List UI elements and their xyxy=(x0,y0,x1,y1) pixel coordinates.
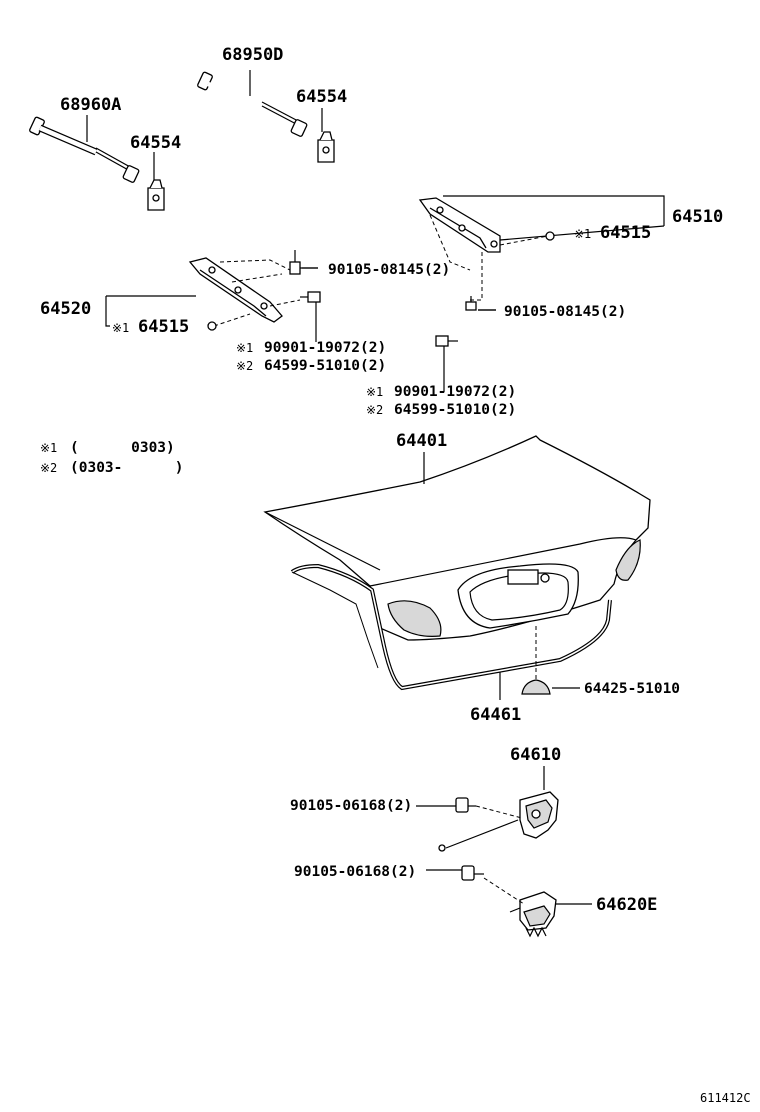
label-64554-left: 64554 xyxy=(130,133,181,153)
latch-64620e xyxy=(426,865,592,938)
bolt-90901-left xyxy=(300,291,321,342)
gas-strut-68950d xyxy=(197,70,308,137)
mark-2-right: ※2 xyxy=(366,403,383,417)
label-64554-top: 64554 xyxy=(296,87,347,107)
label-64520: 64520 xyxy=(40,299,91,319)
label-64599-left: 64599-51010(2) xyxy=(264,358,386,374)
label-64461: 64461 xyxy=(470,705,521,725)
label-64515-right: 64515 xyxy=(600,223,651,243)
label-64510: 64510 xyxy=(672,207,723,227)
mark-1-64515-right: ※1 xyxy=(574,227,591,241)
label-64620e: 64620E xyxy=(596,895,657,915)
bolt-90105-06168-b xyxy=(426,865,525,905)
label-68960a: 68960A xyxy=(60,95,121,115)
label-64599-right: 64599-51010(2) xyxy=(394,402,516,418)
label-64401: 64401 xyxy=(396,431,447,451)
bumper-64425 xyxy=(521,626,580,695)
label-68950d: 68950D xyxy=(222,45,283,65)
label-90105-08145-a: 90105-08145(2) xyxy=(328,262,450,278)
mark-2-left: ※2 xyxy=(236,359,253,373)
mark-1-left: ※1 xyxy=(236,341,253,355)
label-90901-right: 90901-19072(2) xyxy=(394,384,516,400)
bolt-90105-06168-a xyxy=(416,797,523,819)
bracket-64554-top xyxy=(317,108,335,163)
legend-note-1-text: ( 0303) xyxy=(70,440,175,456)
label-64610: 64610 xyxy=(510,745,561,765)
lock-64610 xyxy=(416,766,559,852)
legend-note-2-mark: ※2 xyxy=(40,461,57,475)
label-90901-left: 90901-19072(2) xyxy=(264,340,386,356)
trunk-lid-64401 xyxy=(263,435,651,641)
bolt-90105-08145-b xyxy=(465,296,496,311)
mark-1-64515-left: ※1 xyxy=(112,321,129,335)
bolt-90105-08145-a xyxy=(289,250,318,275)
weatherstrip-64461 xyxy=(290,563,612,700)
gas-strut-68960a xyxy=(29,115,140,183)
legend-note-2-text: (0303- ) xyxy=(70,460,184,476)
label-90105-06168-a: 90105-06168(2) xyxy=(290,798,412,814)
drawing-code: 611412C xyxy=(700,1091,751,1105)
hinge-64520 xyxy=(105,250,321,342)
label-90105-08145-b: 90105-08145(2) xyxy=(504,304,626,320)
mark-1-right: ※1 xyxy=(366,385,383,399)
label-64515-left: 64515 xyxy=(138,317,189,337)
bolt-90901-right xyxy=(435,335,458,392)
hinge-64510 xyxy=(418,195,665,392)
label-90105-06168-b: 90105-06168(2) xyxy=(294,864,416,880)
bracket-64554-left xyxy=(147,152,165,211)
legend-note-1-mark: ※1 xyxy=(40,441,57,455)
label-64425-51010: 64425-51010 xyxy=(584,681,680,697)
